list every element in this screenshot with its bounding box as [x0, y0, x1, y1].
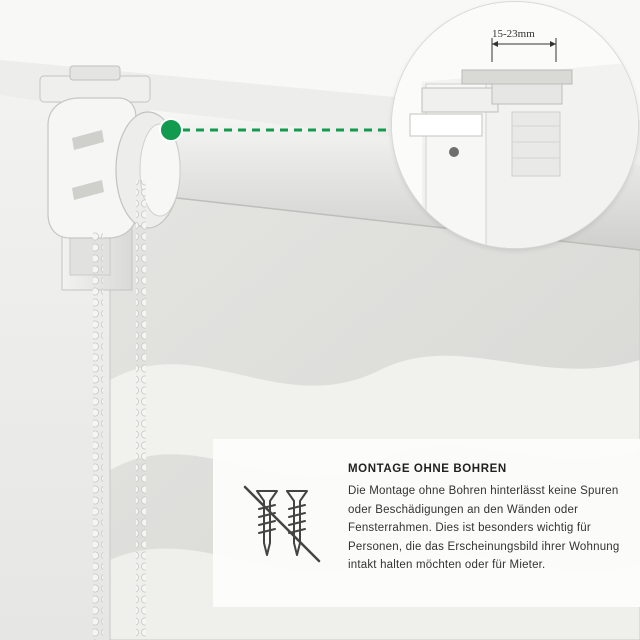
callout-marker-dot [159, 118, 183, 142]
bead-chain-right [136, 180, 146, 640]
no-screws-icon [243, 485, 321, 563]
detail-zoom-circle: 15-23mm [392, 2, 638, 248]
info-description: Die Montage ohne Bohren hinterlässt kein… [348, 485, 620, 571]
bead-chain-left [93, 230, 103, 640]
dimension-label: 15-23mm [492, 28, 535, 40]
info-title: MONTAGE OHNE BOHREN [348, 463, 507, 475]
clamp-detail-drawing [392, 2, 638, 248]
info-card: MONTAGE OHNE BOHREN Die Montage ohne Boh… [213, 439, 640, 607]
